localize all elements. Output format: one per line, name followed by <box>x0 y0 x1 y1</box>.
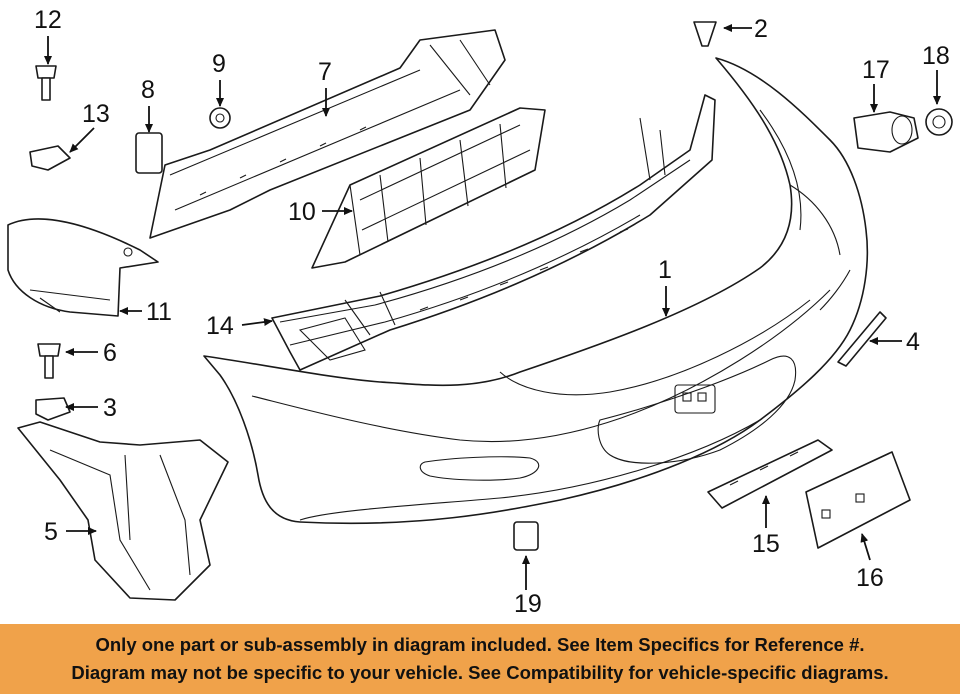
disclaimer-line-1: Only one part or sub-assembly in diagram… <box>95 634 865 655</box>
callout-3: 3 <box>103 394 117 422</box>
callout-19: 19 <box>514 590 542 618</box>
bumper-cover-part <box>203 57 869 525</box>
small-parts <box>29 21 953 551</box>
callout-16: 16 <box>856 564 884 592</box>
side-bracket-part <box>17 421 229 601</box>
exploded-parts-diagram: 1 2 3 4 5 6 7 8 9 10 11 12 13 14 15 16 1… <box>7 6 953 618</box>
callout-15: 15 <box>752 530 780 558</box>
upper-rail-part <box>149 29 506 239</box>
callout-4: 4 <box>906 328 920 356</box>
leader-lines <box>44 24 941 590</box>
callout-1: 1 <box>658 256 672 284</box>
callout-11: 11 <box>146 298 172 326</box>
callout-5: 5 <box>44 518 58 546</box>
corner-bracket-part <box>7 218 159 317</box>
callout-9: 9 <box>212 50 226 78</box>
disclaimer-line-2: Diagram may not be specific to your vehi… <box>71 662 889 683</box>
callout-18: 18 <box>922 42 950 70</box>
impact-bar-part <box>271 94 716 371</box>
callout-8: 8 <box>141 76 155 104</box>
callout-14: 14 <box>206 312 234 340</box>
callout-13: 13 <box>82 100 110 128</box>
disclaimer-banner: Only one part or sub-assembly in diagram… <box>0 624 960 694</box>
callout-10: 10 <box>288 198 316 226</box>
callout-7: 7 <box>318 58 332 86</box>
callout-2: 2 <box>754 15 768 43</box>
callout-6: 6 <box>103 339 117 367</box>
callout-17: 17 <box>862 56 890 84</box>
callout-numbers: 1 2 3 4 5 6 7 8 9 10 11 12 13 14 15 16 1… <box>34 6 950 618</box>
energy-absorber-part <box>311 107 546 269</box>
callout-12: 12 <box>34 6 62 34</box>
